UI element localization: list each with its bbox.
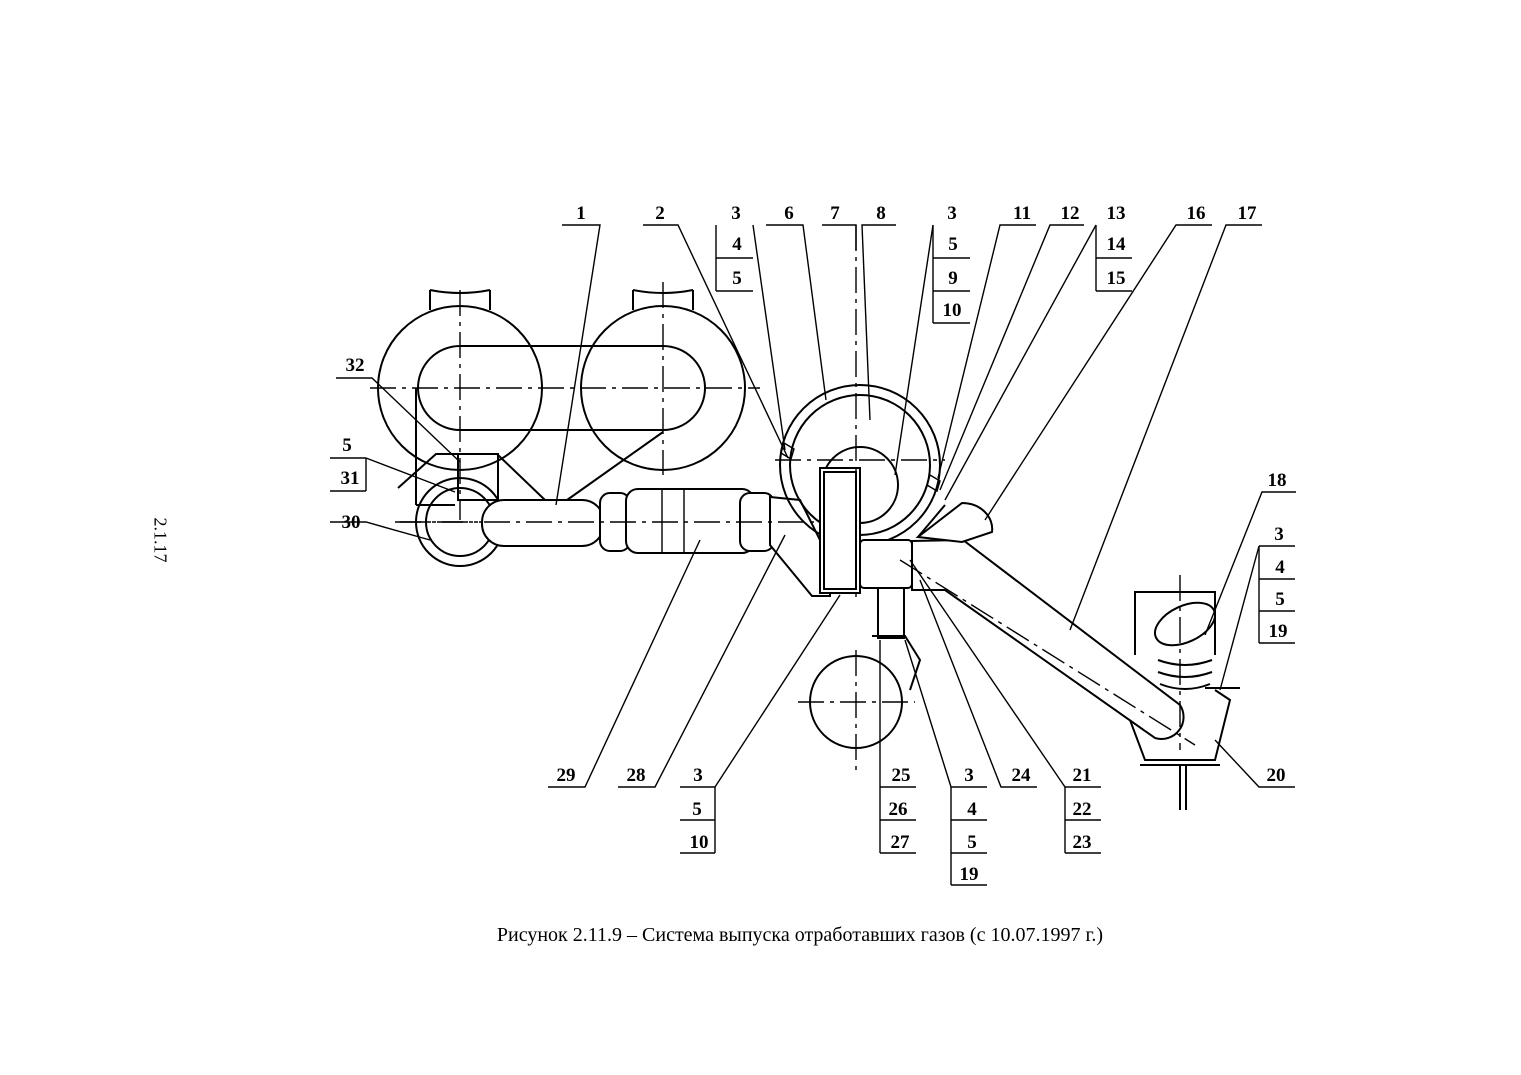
callout-28: 28 — [627, 765, 646, 786]
callout-3d: 3 — [693, 765, 703, 786]
callout-6: 6 — [784, 203, 794, 224]
callout-3d-5: 5 — [692, 799, 702, 820]
callout-7: 7 — [830, 203, 840, 224]
callout-30: 30 — [342, 512, 361, 533]
callout-32: 32 — [346, 355, 365, 376]
callout-21-23: 23 — [1073, 832, 1092, 853]
main-pipe — [400, 488, 840, 597]
callout-3e-19: 19 — [960, 864, 979, 885]
callout-3a-4: 4 — [732, 234, 742, 255]
engine-block — [370, 282, 760, 520]
callout-3e: 3 — [964, 765, 974, 786]
callout-3a-5: 5 — [732, 268, 742, 289]
tailpipe — [1129, 575, 1240, 810]
callout-20: 20 — [1267, 765, 1286, 786]
callout-3d-10: 10 — [690, 832, 709, 853]
lower-muffler — [798, 587, 922, 775]
callout-12: 12 — [1061, 203, 1080, 224]
callout-5: 5 — [342, 435, 352, 456]
callout-3e-4: 4 — [967, 799, 977, 820]
callout-29: 29 — [557, 765, 576, 786]
callout-5-31: 31 — [341, 468, 360, 489]
figure-caption: Рисунок 2.11.9 – Система выпуска отработ… — [496, 924, 1104, 946]
callout-24: 24 — [1012, 765, 1032, 786]
callout-labels: 1 2 3 4 5 6 7 8 3 5 9 10 11 12 13 14 15 … — [341, 203, 1288, 885]
bracket-shield — [397, 453, 546, 501]
callout-3b: 3 — [947, 203, 957, 224]
callout-3b-5: 5 — [948, 234, 958, 255]
callout-3b-10: 10 — [943, 300, 962, 321]
callout-11: 11 — [1013, 203, 1031, 224]
callout-13-15: 15 — [1107, 268, 1126, 289]
callout-25: 25 — [892, 765, 911, 786]
callout-2: 2 — [655, 203, 665, 224]
callout-3c-19: 19 — [1269, 621, 1288, 642]
callout-18: 18 — [1268, 470, 1287, 491]
callout-16: 16 — [1187, 203, 1206, 224]
callout-1: 1 — [576, 203, 586, 224]
callout-3c-4: 4 — [1275, 557, 1285, 578]
callout-25-26: 26 — [889, 799, 908, 820]
callout-25-27: 27 — [891, 832, 911, 853]
callout-21: 21 — [1073, 765, 1092, 786]
central-assembly — [775, 225, 945, 600]
callout-3b-9: 9 — [948, 268, 958, 289]
callout-3e-5: 5 — [967, 832, 977, 853]
callout-21-22: 22 — [1073, 799, 1092, 820]
page-number: 2.1.17 — [150, 517, 171, 563]
callout-3a: 3 — [731, 203, 741, 224]
callout-8: 8 — [876, 203, 886, 224]
callout-17: 17 — [1238, 203, 1258, 224]
callout-3c-5: 5 — [1275, 589, 1285, 610]
diagonal-pipe — [899, 501, 1196, 746]
leader-lines — [330, 224, 1296, 886]
callout-13: 13 — [1107, 203, 1126, 224]
callout-13-14: 14 — [1107, 234, 1127, 255]
callout-3c: 3 — [1274, 524, 1284, 545]
